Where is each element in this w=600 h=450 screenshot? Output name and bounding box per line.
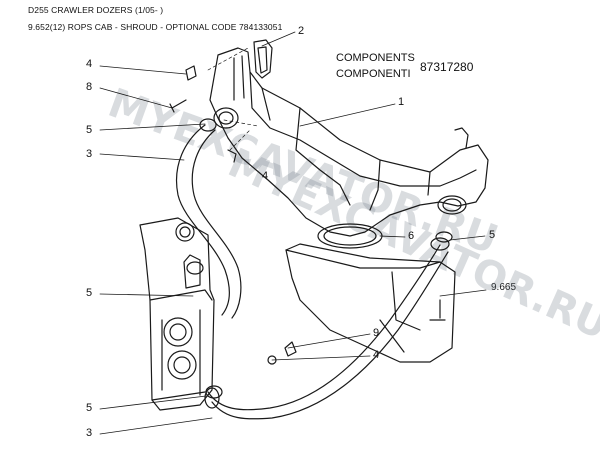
- callout-label: 9: [373, 327, 380, 339]
- fasteners: [169, 65, 297, 365]
- callout-label: 5: [489, 229, 496, 241]
- callout-label: 5: [86, 402, 93, 414]
- heater-box: [139, 217, 215, 411]
- hose-upper: [175, 124, 242, 319]
- callout-label: 3: [86, 427, 93, 439]
- callout-label: 4: [262, 170, 269, 182]
- leader-lines: [99, 31, 487, 435]
- callout-label: 5: [86, 124, 93, 136]
- cab-panel: [285, 243, 456, 363]
- seal: [253, 39, 273, 79]
- callout-label: 6: [408, 230, 415, 242]
- cross-reference: 9.665: [491, 282, 517, 293]
- alignment-lines: [207, 47, 259, 151]
- hose-lower: [204, 231, 453, 420]
- callout-label: 8: [86, 81, 93, 93]
- callout-label: 3: [86, 148, 93, 160]
- hose-clamp: [186, 118, 450, 399]
- section-title: 9.652(12) ROPS CAB - SHROUD - OPTIONAL C…: [28, 22, 283, 32]
- shroud-duct: [209, 47, 489, 237]
- components-label-it: COMPONENTI: [336, 68, 411, 80]
- callout-label: 5: [86, 287, 93, 299]
- callout-label: 4: [373, 349, 380, 361]
- kit-part-number: 87317280: [420, 60, 474, 74]
- callout-label: 1: [398, 96, 405, 108]
- components-label-en: COMPONENTS: [336, 52, 415, 64]
- doc-title: D255 CRAWLER DOZERS (1/05- ): [28, 5, 164, 15]
- callout-label: 4: [86, 58, 93, 70]
- callout-label: 2: [298, 25, 305, 37]
